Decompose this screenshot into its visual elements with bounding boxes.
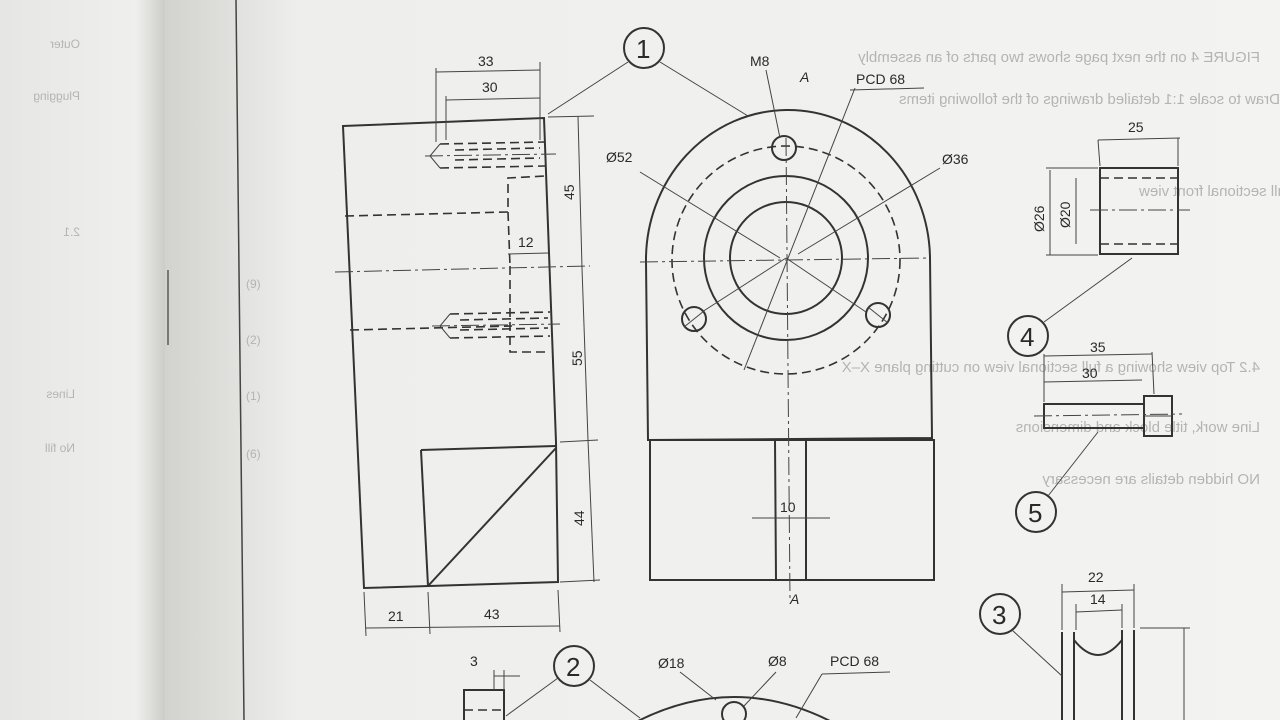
right-page (165, 0, 1280, 720)
dim-55: 55 (569, 350, 585, 366)
ghost-margin-3: 2.1 (63, 225, 80, 239)
dim-3: 3 (470, 653, 478, 669)
frame-border (235, 0, 245, 720)
part-3-pulley: 22 14 (1061, 569, 1190, 720)
part-2-partial: 3 Ø18 Ø8 PCD 68 (463, 653, 891, 720)
balloon-3: 3 (992, 600, 1006, 630)
dim-dia26: Ø26 (1031, 205, 1047, 232)
ghost-line-3: 4.1 Full sectional front view (1139, 183, 1280, 200)
front-view-dimensions: 33 30 45 55 44 12 21 43 (363, 53, 601, 637)
label-pcd68-b: PCD 68 (830, 653, 879, 669)
ghost-number-3: (1) (246, 389, 261, 403)
ghost-line-1: FIGURE 4 on the next page shows two part… (858, 49, 1260, 66)
balloon-5-circle (1015, 491, 1057, 533)
balloon-3-circle (979, 593, 1021, 635)
ghost-number-2: (2) (246, 333, 261, 347)
ghost-number-4: (6) (246, 447, 261, 461)
label-dia8: Ø8 (768, 653, 787, 669)
dim-35: 35 (1090, 339, 1106, 355)
label-dia18: Ø18 (658, 655, 685, 671)
dim-43: 43 (484, 606, 500, 622)
balloon-4-circle (1007, 315, 1049, 357)
ghost-line-6: NO hidden details are necessary (1042, 471, 1260, 488)
ghost-margin-2: Plugging (33, 89, 80, 103)
part-5-bolt: 35 30 (1033, 339, 1183, 437)
ghost-line-2: Draw to scale 1:1 detailed drawings of t… (899, 91, 1280, 108)
dim-45: 45 (561, 184, 577, 200)
dim-21: 21 (388, 608, 404, 624)
label-dia36: Ø36 (942, 151, 969, 167)
ghost-margin-4: Lines (46, 387, 75, 401)
dim-25: 25 (1128, 119, 1144, 135)
front-view (334, 116, 591, 590)
ghost-margin-5: No fill (45, 441, 75, 455)
label-pcd68: PCD 68 (856, 71, 905, 87)
balloon-5: 5 (1028, 498, 1042, 528)
balloon-1-circle (623, 27, 665, 69)
dim-30: 30 (482, 79, 498, 95)
left-page (0, 0, 170, 720)
dim-30b: 30 (1082, 365, 1098, 381)
dim-dia20: Ø20 (1057, 201, 1073, 228)
side-view (639, 87, 941, 601)
balloon-2: 2 (566, 652, 580, 682)
part-4-bush: 25 Ø26 Ø20 (1031, 119, 1190, 256)
label-dia52: Ø52 (606, 149, 633, 165)
balloon-4: 4 (1020, 322, 1034, 352)
balloons: 1 4 5 3 2 (505, 27, 1133, 719)
section-mark-bottom: A (789, 591, 799, 607)
dim-10: 10 (780, 499, 796, 515)
ghost-line-4: 4.2 Top view showing a full sectional vi… (842, 359, 1260, 376)
ghost-margin-1: Outer (50, 37, 80, 51)
dim-22: 22 (1088, 569, 1104, 585)
dim-14: 14 (1090, 591, 1106, 607)
ghost-number-1: (9) (246, 277, 261, 291)
label-m8: M8 (750, 53, 770, 69)
dim-12: 12 (518, 234, 534, 250)
dim-33: 33 (478, 53, 494, 69)
balloon-2-circle (553, 645, 595, 687)
side-view-labels: M8 PCD 68 Ø52 Ø36 10 A A (606, 53, 969, 607)
section-mark-top: A (799, 69, 809, 85)
balloon-1: 1 (636, 34, 650, 64)
bleed-through-text: FIGURE 4 on the next page shows two part… (33, 37, 1280, 488)
front-outline (341, 116, 560, 590)
dim-44: 44 (571, 510, 587, 526)
